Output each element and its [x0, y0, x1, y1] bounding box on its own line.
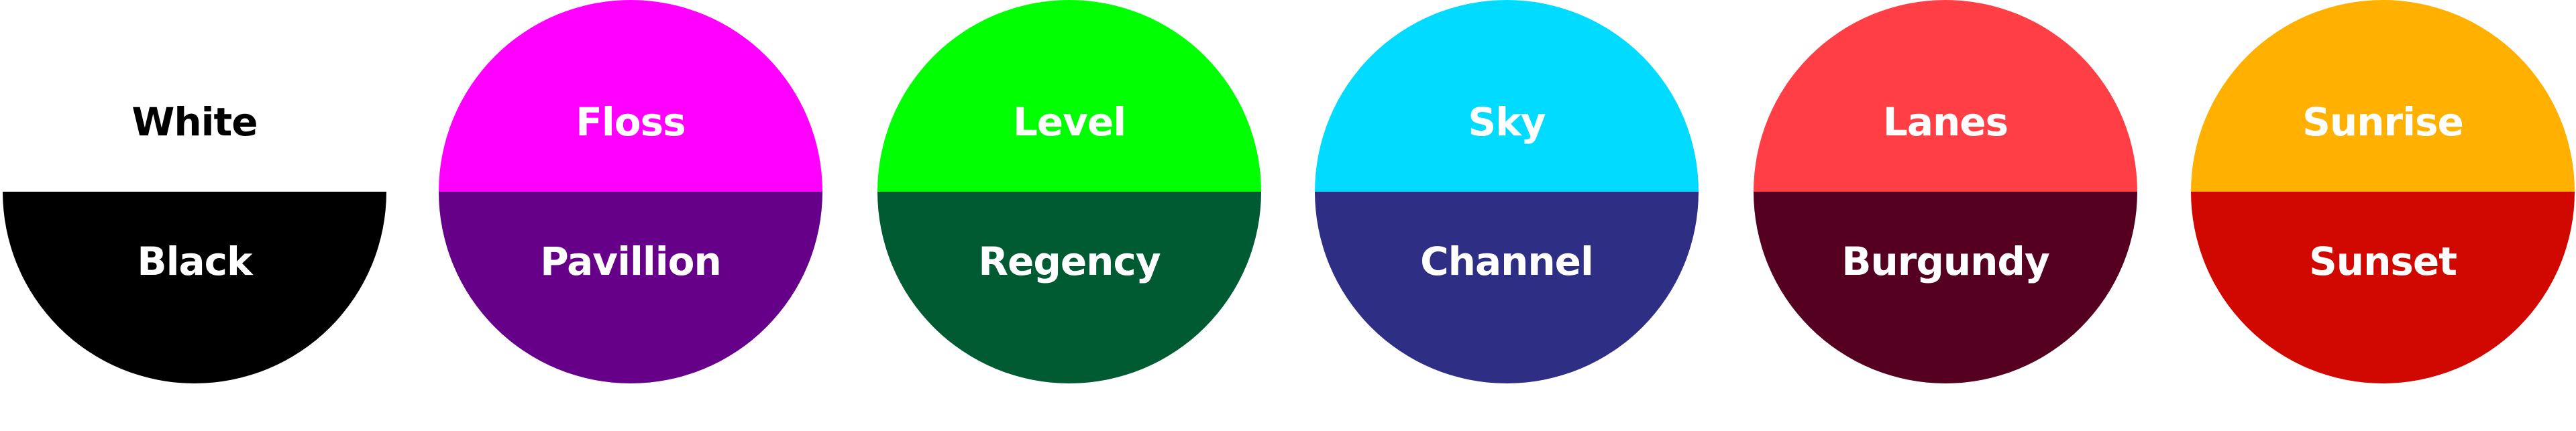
color-half-floss: Floss [439, 0, 822, 192]
color-half-burgundy: Burgundy [1754, 192, 2137, 383]
color-half-sunset: Sunset [2191, 192, 2575, 383]
color-name-lanes: Lanes [1882, 99, 2008, 145]
color-name-black: Black [137, 239, 252, 284]
color-half-sky: Sky [1315, 0, 1699, 192]
color-name-burgundy: Burgundy [1841, 239, 2050, 284]
color-half-black: Black [3, 192, 386, 383]
color-half-regency: Regency [877, 192, 1261, 383]
swatch-white-black: White Black [3, 0, 386, 383]
color-half-sunrise: Sunrise [2191, 0, 2575, 192]
color-name-channel: Channel [1420, 239, 1594, 284]
color-half-pavillion: Pavillion [439, 192, 822, 383]
color-name-white: White [131, 99, 258, 145]
swatch-sky-channel: Sky Channel [1315, 0, 1699, 383]
swatch-floss-pavillion: Floss Pavillion [439, 0, 822, 383]
color-name-sunrise: Sunrise [2302, 99, 2464, 145]
color-name-sunset: Sunset [2309, 239, 2457, 284]
color-name-level: Level [1012, 99, 1126, 145]
color-name-regency: Regency [978, 239, 1161, 284]
color-half-lanes: Lanes [1754, 0, 2137, 192]
color-half-channel: Channel [1315, 192, 1699, 383]
swatch-level-regency: Level Regency [877, 0, 1261, 383]
color-name-pavillion: Pavillion [540, 239, 722, 284]
swatch-lanes-burgundy: Lanes Burgundy [1754, 0, 2137, 383]
swatch-sunrise-sunset: Sunrise Sunset [2191, 0, 2575, 383]
color-name-floss: Floss [576, 99, 686, 145]
color-half-level: Level [877, 0, 1261, 192]
color-name-sky: Sky [1468, 99, 1546, 145]
color-half-white: White [3, 0, 386, 192]
